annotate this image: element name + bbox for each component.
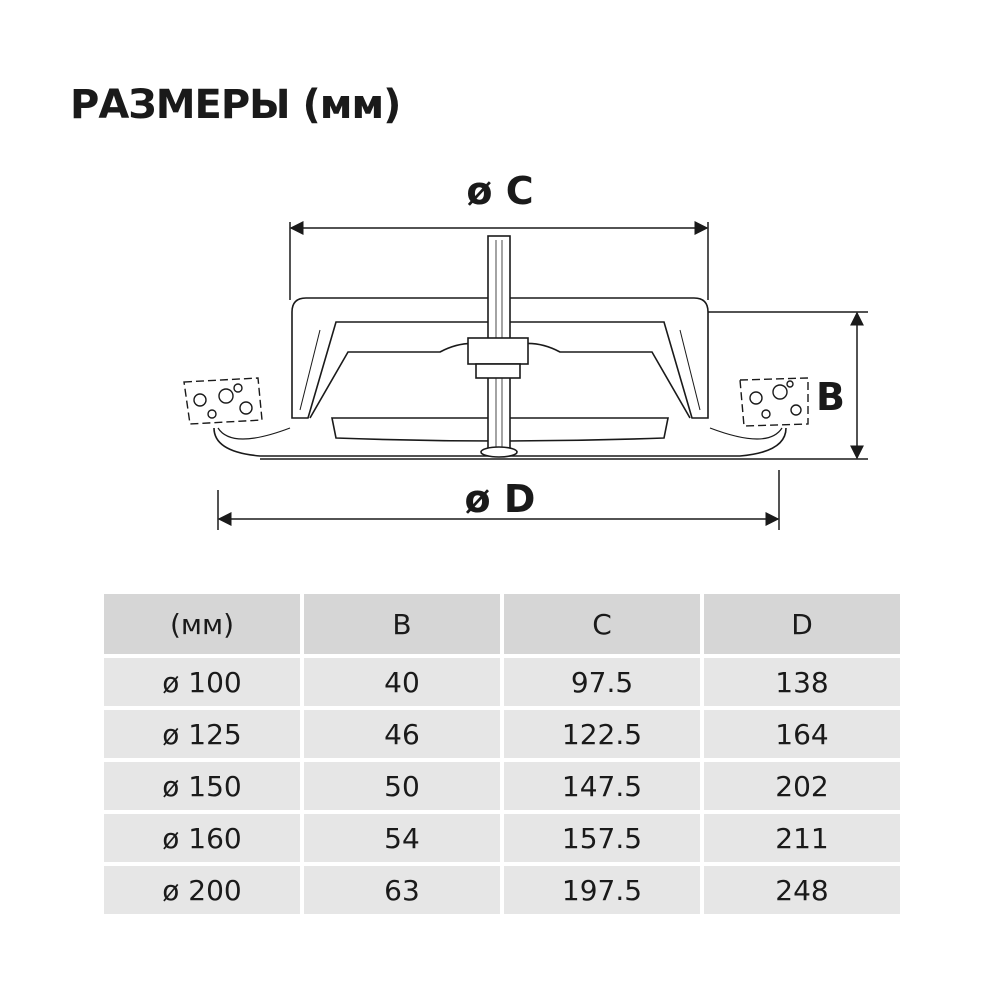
wall-section-right: [739, 377, 809, 427]
table-cell: 248: [704, 866, 900, 914]
table-cell: 63: [304, 866, 500, 914]
column-header: D: [704, 594, 900, 654]
valve-body: [213, 235, 787, 460]
table-row: ø 125 46 122.5 164: [104, 710, 900, 758]
table-cell: 46: [304, 710, 500, 758]
table-cell: 202: [704, 762, 900, 810]
table-cell: ø 160: [104, 814, 300, 862]
table-row: ø 100 40 97.5 138: [104, 658, 900, 706]
table-row: ø 200 63 197.5 248: [104, 866, 900, 914]
table-cell: 97.5: [504, 658, 700, 706]
valve-dimension-drawing: ø C B ø D: [183, 169, 868, 530]
label-c: ø C: [466, 169, 533, 213]
table-cell: ø 100: [104, 658, 300, 706]
page-title: РАЗМЕРЫ (мм): [70, 82, 401, 128]
table-header-row: (мм) B C D: [104, 594, 900, 654]
label-b: B: [816, 375, 845, 419]
table-cell: 54: [304, 814, 500, 862]
wall-section-left: [183, 377, 263, 425]
table-cell: 138: [704, 658, 900, 706]
column-header: (мм): [104, 594, 300, 654]
column-header: C: [504, 594, 700, 654]
table-row: ø 150 50 147.5 202: [104, 762, 900, 810]
table-row: ø 160 54 157.5 211: [104, 814, 900, 862]
table-cell: 50: [304, 762, 500, 810]
table-cell: ø 125: [104, 710, 300, 758]
dimension-b: B: [708, 311, 868, 460]
label-d: ø D: [465, 477, 536, 521]
column-header: B: [304, 594, 500, 654]
dimension-c: ø C: [289, 169, 709, 300]
table-cell: 211: [704, 814, 900, 862]
table-cell: 122.5: [504, 710, 700, 758]
table-cell: 40: [304, 658, 500, 706]
table-cell: 164: [704, 710, 900, 758]
table-cell: 197.5: [504, 866, 700, 914]
dimension-table: (мм) B C D ø 100 40 97.5 138 ø 125 46 12…: [100, 590, 904, 918]
table-cell: ø 150: [104, 762, 300, 810]
table-cell: 147.5: [504, 762, 700, 810]
dimension-d: ø D: [217, 470, 780, 530]
table-cell: 157.5: [504, 814, 700, 862]
table-cell: ø 200: [104, 866, 300, 914]
